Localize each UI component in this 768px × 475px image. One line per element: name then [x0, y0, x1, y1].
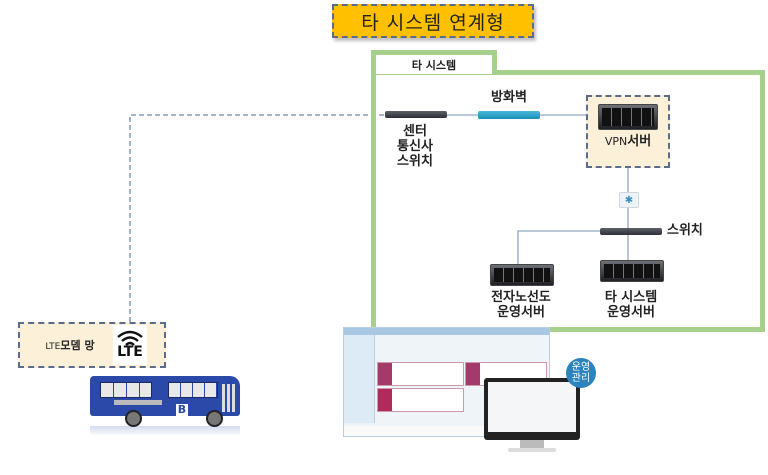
label-line: 타 시스템 [604, 290, 658, 305]
lte-suffix: 모뎀 망 [60, 339, 95, 352]
vpn-prefix: VPN [604, 135, 628, 148]
operation-management-badge: 운영 관리 [566, 358, 596, 388]
wifi-signal-icon [117, 330, 143, 346]
vpn-server-label: VPN서버 [588, 134, 668, 149]
other-system-frame [371, 70, 765, 332]
map-server-label: 전자노선도 운영서버 [478, 290, 564, 320]
switch-device [600, 228, 662, 235]
map-server-device [490, 264, 554, 286]
label-line: 운영서버 [497, 305, 545, 320]
center-switch-device [385, 111, 447, 118]
lte-icon-text: LTE [117, 344, 143, 360]
label-line: 통신사 [397, 139, 433, 154]
center-switch-label: 센터 통신사 스위치 [380, 124, 450, 169]
label-line: 운영서버 [607, 305, 655, 320]
vpn-suffix: 서버 [627, 134, 652, 149]
lte-icon: LTE [113, 325, 147, 365]
lte-prefix: LTE [45, 342, 61, 352]
firewall-device [478, 111, 540, 119]
other-server-device [600, 260, 664, 282]
bus-letter: B [176, 403, 188, 416]
switch-to-map-server-line [517, 230, 600, 264]
label-line: 스위치 [397, 154, 433, 169]
label-line: 전자노선도 [491, 290, 551, 305]
monitor [484, 378, 580, 452]
switch-label: 스위치 [667, 223, 703, 238]
other-server-label: 타 시스템 운영서버 [588, 290, 674, 320]
badge-line: 관리 [571, 373, 591, 384]
firewall-label: 방화벽 [491, 90, 527, 105]
lte-modem-label: LTE모뎀 망 [30, 338, 110, 355]
label-line: 센터 [403, 124, 427, 139]
media-converter-icon: ✱ [619, 192, 639, 208]
vpn-server-device [598, 104, 658, 130]
bus-illustration: B [88, 374, 248, 436]
badge-line: 운영 [571, 362, 591, 373]
other-system-label: 타 시스템 [371, 50, 497, 74]
lte-link-dashed [129, 114, 385, 322]
diagram-title: 타 시스템 연계형 [332, 4, 534, 38]
